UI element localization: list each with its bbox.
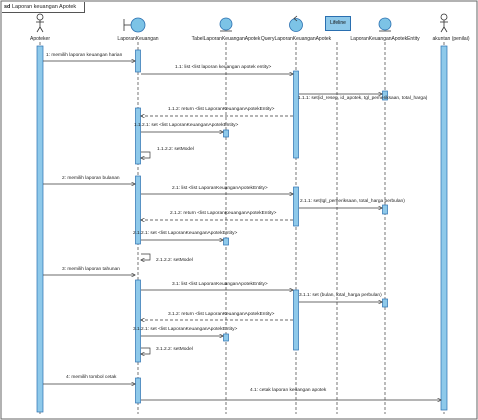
message-label: 1.1: list <list laporan keuangan apotek … bbox=[175, 65, 272, 70]
lifeline-label: LaporanKeuanganApotekEntity bbox=[350, 36, 420, 42]
lifeline-tabel-laporan bbox=[219, 17, 233, 414]
lifeline-label: TabelLaporanKeuanganApotek bbox=[191, 36, 261, 42]
message-label: 2.1.2.1: set <list LaporanKeuanganApotek… bbox=[133, 231, 238, 236]
activation-bar bbox=[135, 107, 141, 165]
lifeline-label: LaporanKeuangan bbox=[117, 36, 159, 42]
lifeline-label: QueryLaporanKeuanganApotek bbox=[260, 36, 332, 42]
lifeline-label: Apoteker bbox=[29, 36, 51, 42]
activation-bar bbox=[135, 279, 141, 363]
self-message-arrow bbox=[141, 347, 151, 354]
boundary-icon bbox=[123, 17, 146, 33]
activation-bar bbox=[135, 377, 141, 404]
message-18 bbox=[141, 347, 151, 354]
activation-bar bbox=[223, 333, 229, 342]
activation-bar bbox=[135, 175, 141, 245]
message-label: 2: memilih laporan bulanan bbox=[62, 176, 120, 181]
activation-bar bbox=[440, 45, 448, 411]
message-label: 1.1.2.1: set <list LaporanKeuanganApotek… bbox=[134, 123, 239, 128]
activation-bar bbox=[223, 129, 229, 138]
message-label: 3.1.2.2: setModel bbox=[156, 347, 193, 352]
message-12 bbox=[141, 253, 151, 260]
lifeline-laporan-entity bbox=[378, 17, 392, 414]
activation-bar bbox=[36, 45, 44, 413]
frame-title-text: Laporan keuangan Apotek bbox=[11, 4, 77, 10]
message-label: 2.1: list <list LaporanKeuanganApotekEnt… bbox=[172, 186, 268, 191]
activation-bar bbox=[293, 70, 299, 159]
frame-title: sd Laporan keuangan Apotek bbox=[2, 2, 86, 13]
self-message-arrow bbox=[141, 253, 151, 260]
message-label: 2.1.2.2: setModel bbox=[156, 258, 193, 263]
activation-bar bbox=[382, 298, 388, 308]
activation-bar bbox=[382, 204, 388, 215]
activation-bar bbox=[135, 49, 141, 73]
entity-icon bbox=[378, 17, 392, 32]
message-label: 4: memilih tombol cetak bbox=[66, 375, 117, 380]
lifeline-box-label: Lifeline bbox=[325, 16, 351, 31]
activation-bar bbox=[223, 237, 229, 246]
message-label: 1.1.2: return <list LaporanKeuanganApote… bbox=[168, 107, 275, 112]
message-label: 1.1.1: set(id_resep, id_apotek, tgl_peme… bbox=[298, 96, 428, 101]
message-label: 4.1: cetak laporan keuangan apotek bbox=[250, 388, 327, 393]
actor-icon bbox=[440, 13, 448, 33]
message-label: 3.1.2.1: set <list LaporanKeuanganApotek… bbox=[133, 327, 238, 332]
message-label: 3: memilih laporan tahunan bbox=[62, 267, 120, 272]
activation-bar bbox=[382, 90, 388, 101]
lifeline-laporan-keuangan bbox=[123, 17, 146, 414]
actor-icon bbox=[36, 13, 44, 33]
message-label: 3.1: list <list LaporanKeuanganApotekEnt… bbox=[172, 282, 268, 287]
message-label: 3.1.2: return <list LaporanKeuanganApote… bbox=[168, 312, 275, 317]
lifeline-label: akuntan (penilai) bbox=[432, 36, 470, 42]
self-message-arrow bbox=[141, 151, 151, 158]
message-label: 2.1.1: set(tgl_pemeriksaan, total_harga … bbox=[300, 199, 405, 204]
message-label: 3.1.1: set (bulan, total_harga perbulan) bbox=[299, 293, 382, 298]
activation-bar bbox=[293, 186, 299, 227]
control-icon bbox=[289, 15, 303, 32]
activation-bar bbox=[293, 289, 299, 351]
message-6 bbox=[141, 151, 151, 158]
message-label: 2.1.2: return <list LaporanKeuanganApote… bbox=[170, 211, 277, 216]
frame-keyword: sd bbox=[4, 4, 11, 10]
message-label: 1: memilih laporan keuangan harian bbox=[46, 53, 123, 58]
message-label: 1.1.2.2: setModel bbox=[157, 147, 194, 152]
entity-icon bbox=[219, 17, 233, 32]
